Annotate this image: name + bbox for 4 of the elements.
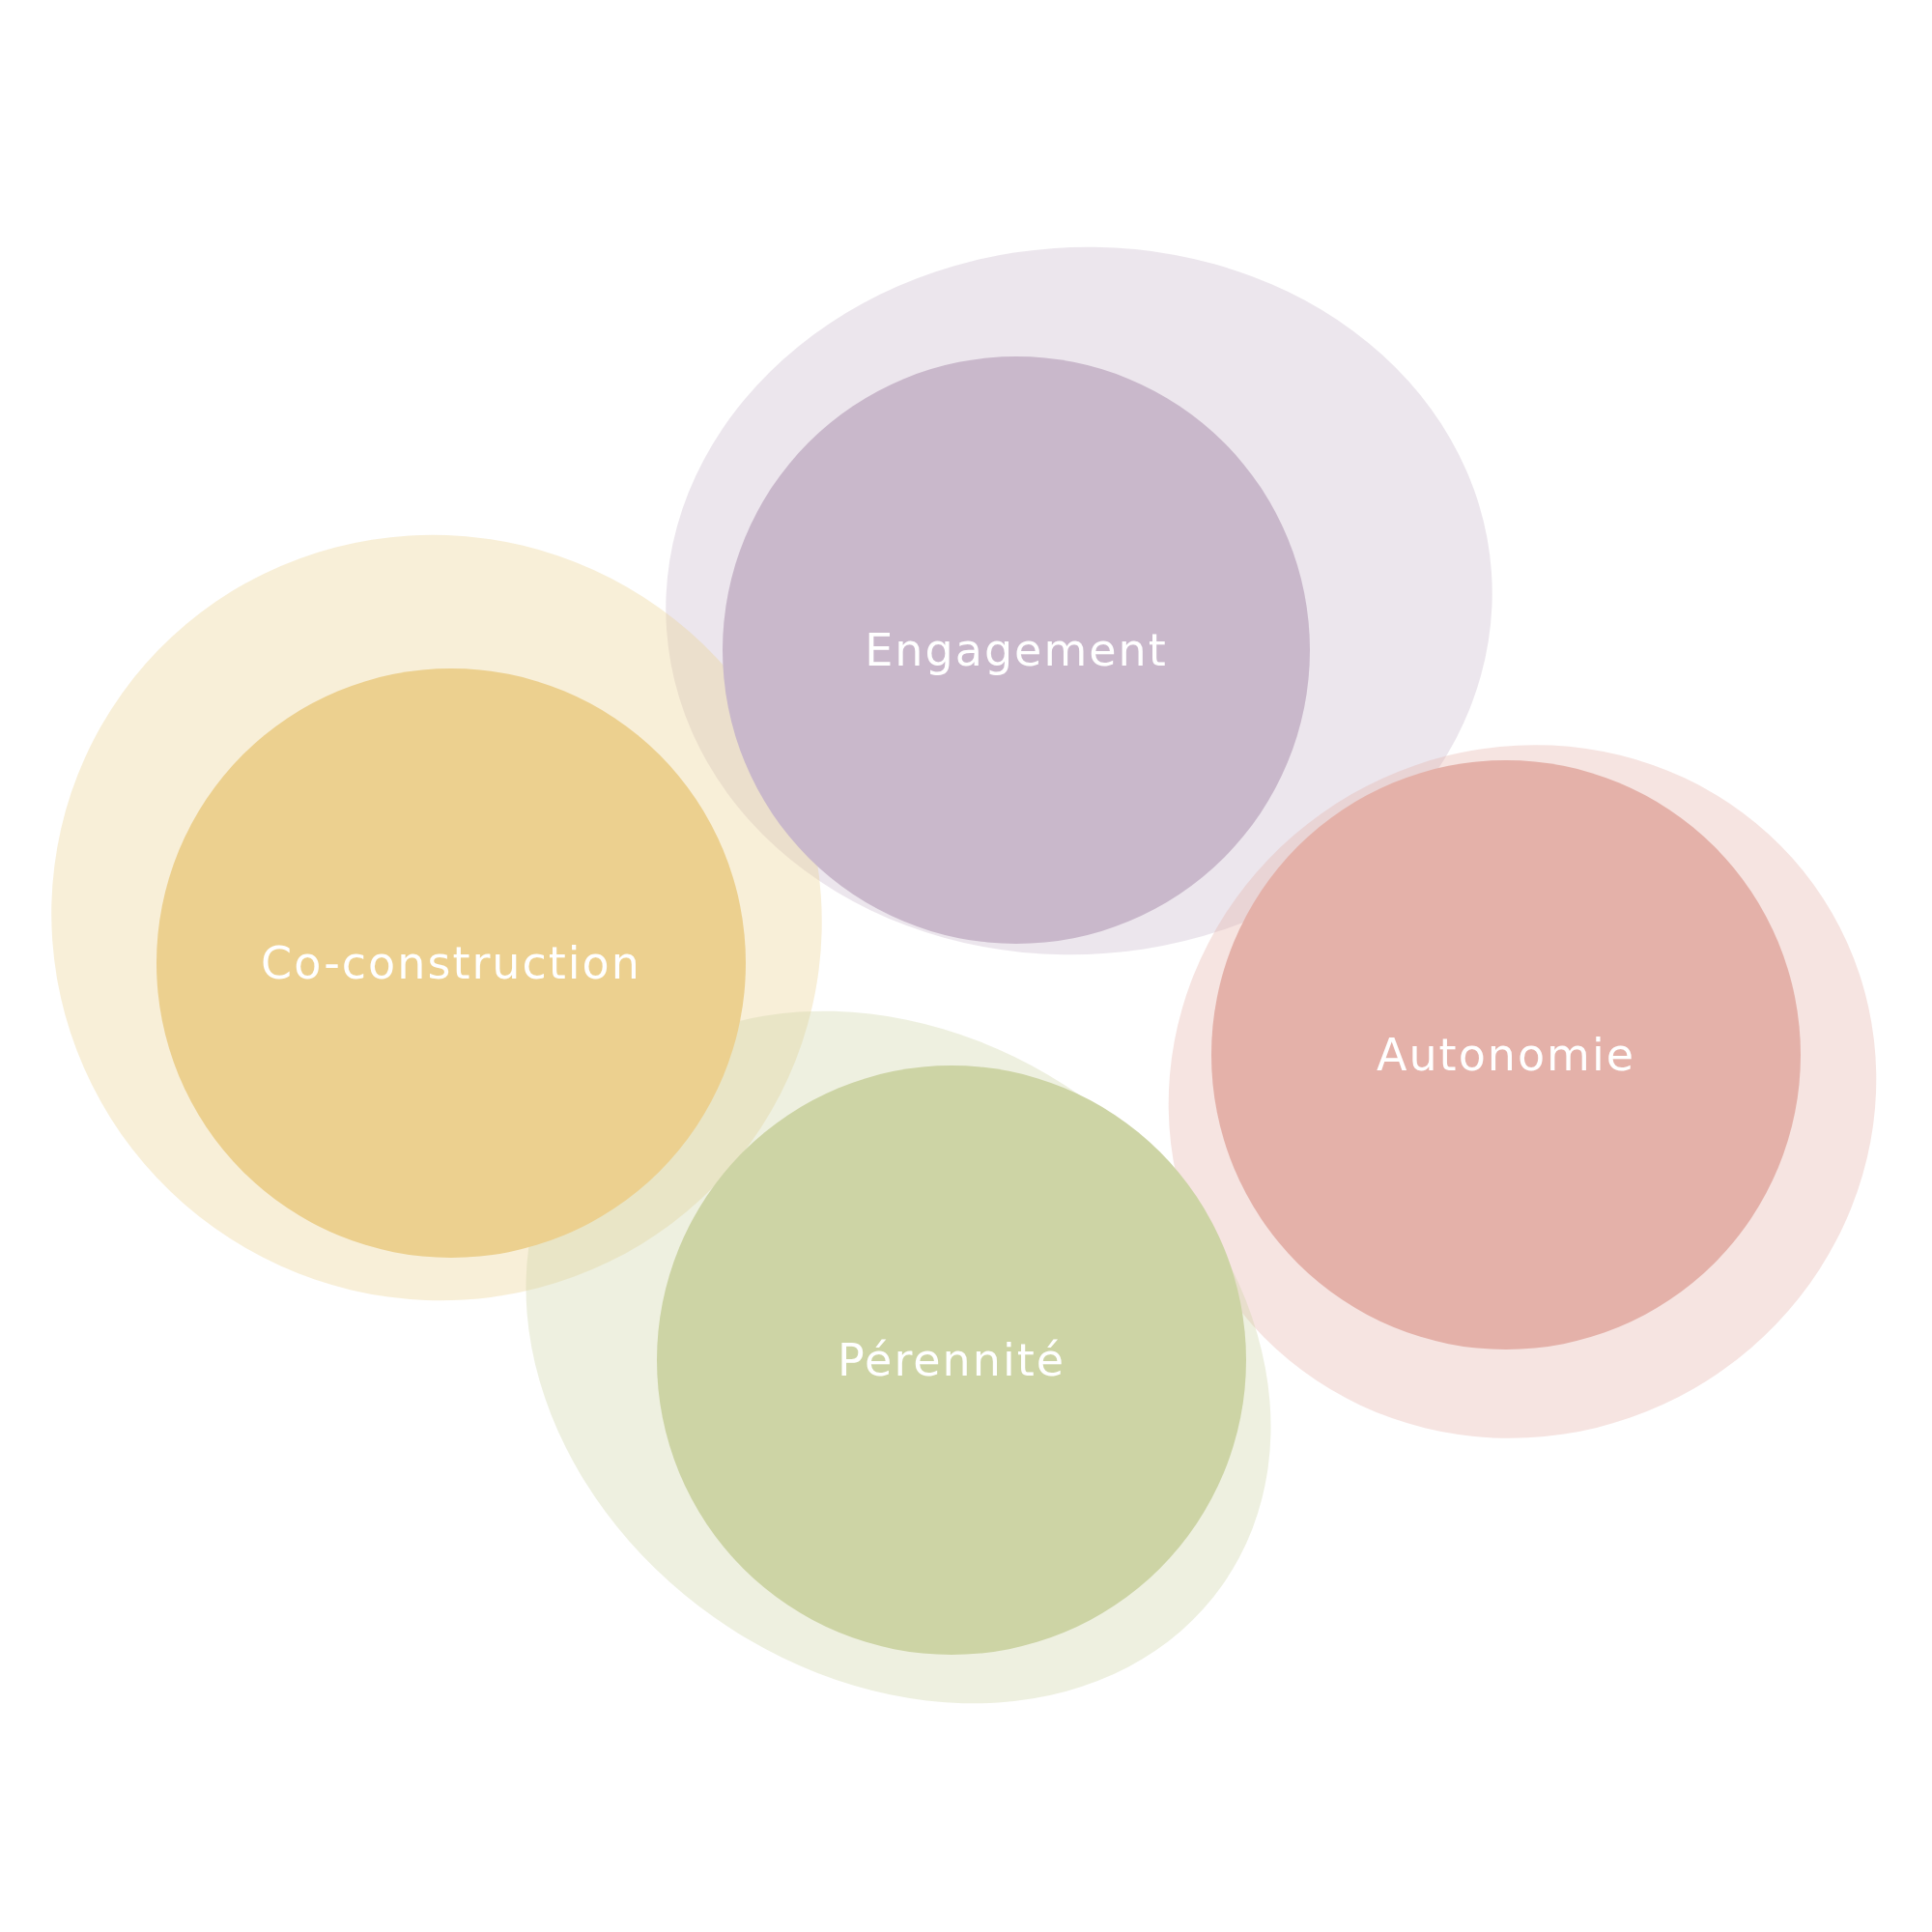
- concept-label: Co-construction: [261, 937, 641, 989]
- concept-label: Pérennité: [838, 1334, 1065, 1386]
- concept-label: Engagement: [865, 624, 1168, 676]
- concept-label: Autonomie: [1377, 1029, 1635, 1081]
